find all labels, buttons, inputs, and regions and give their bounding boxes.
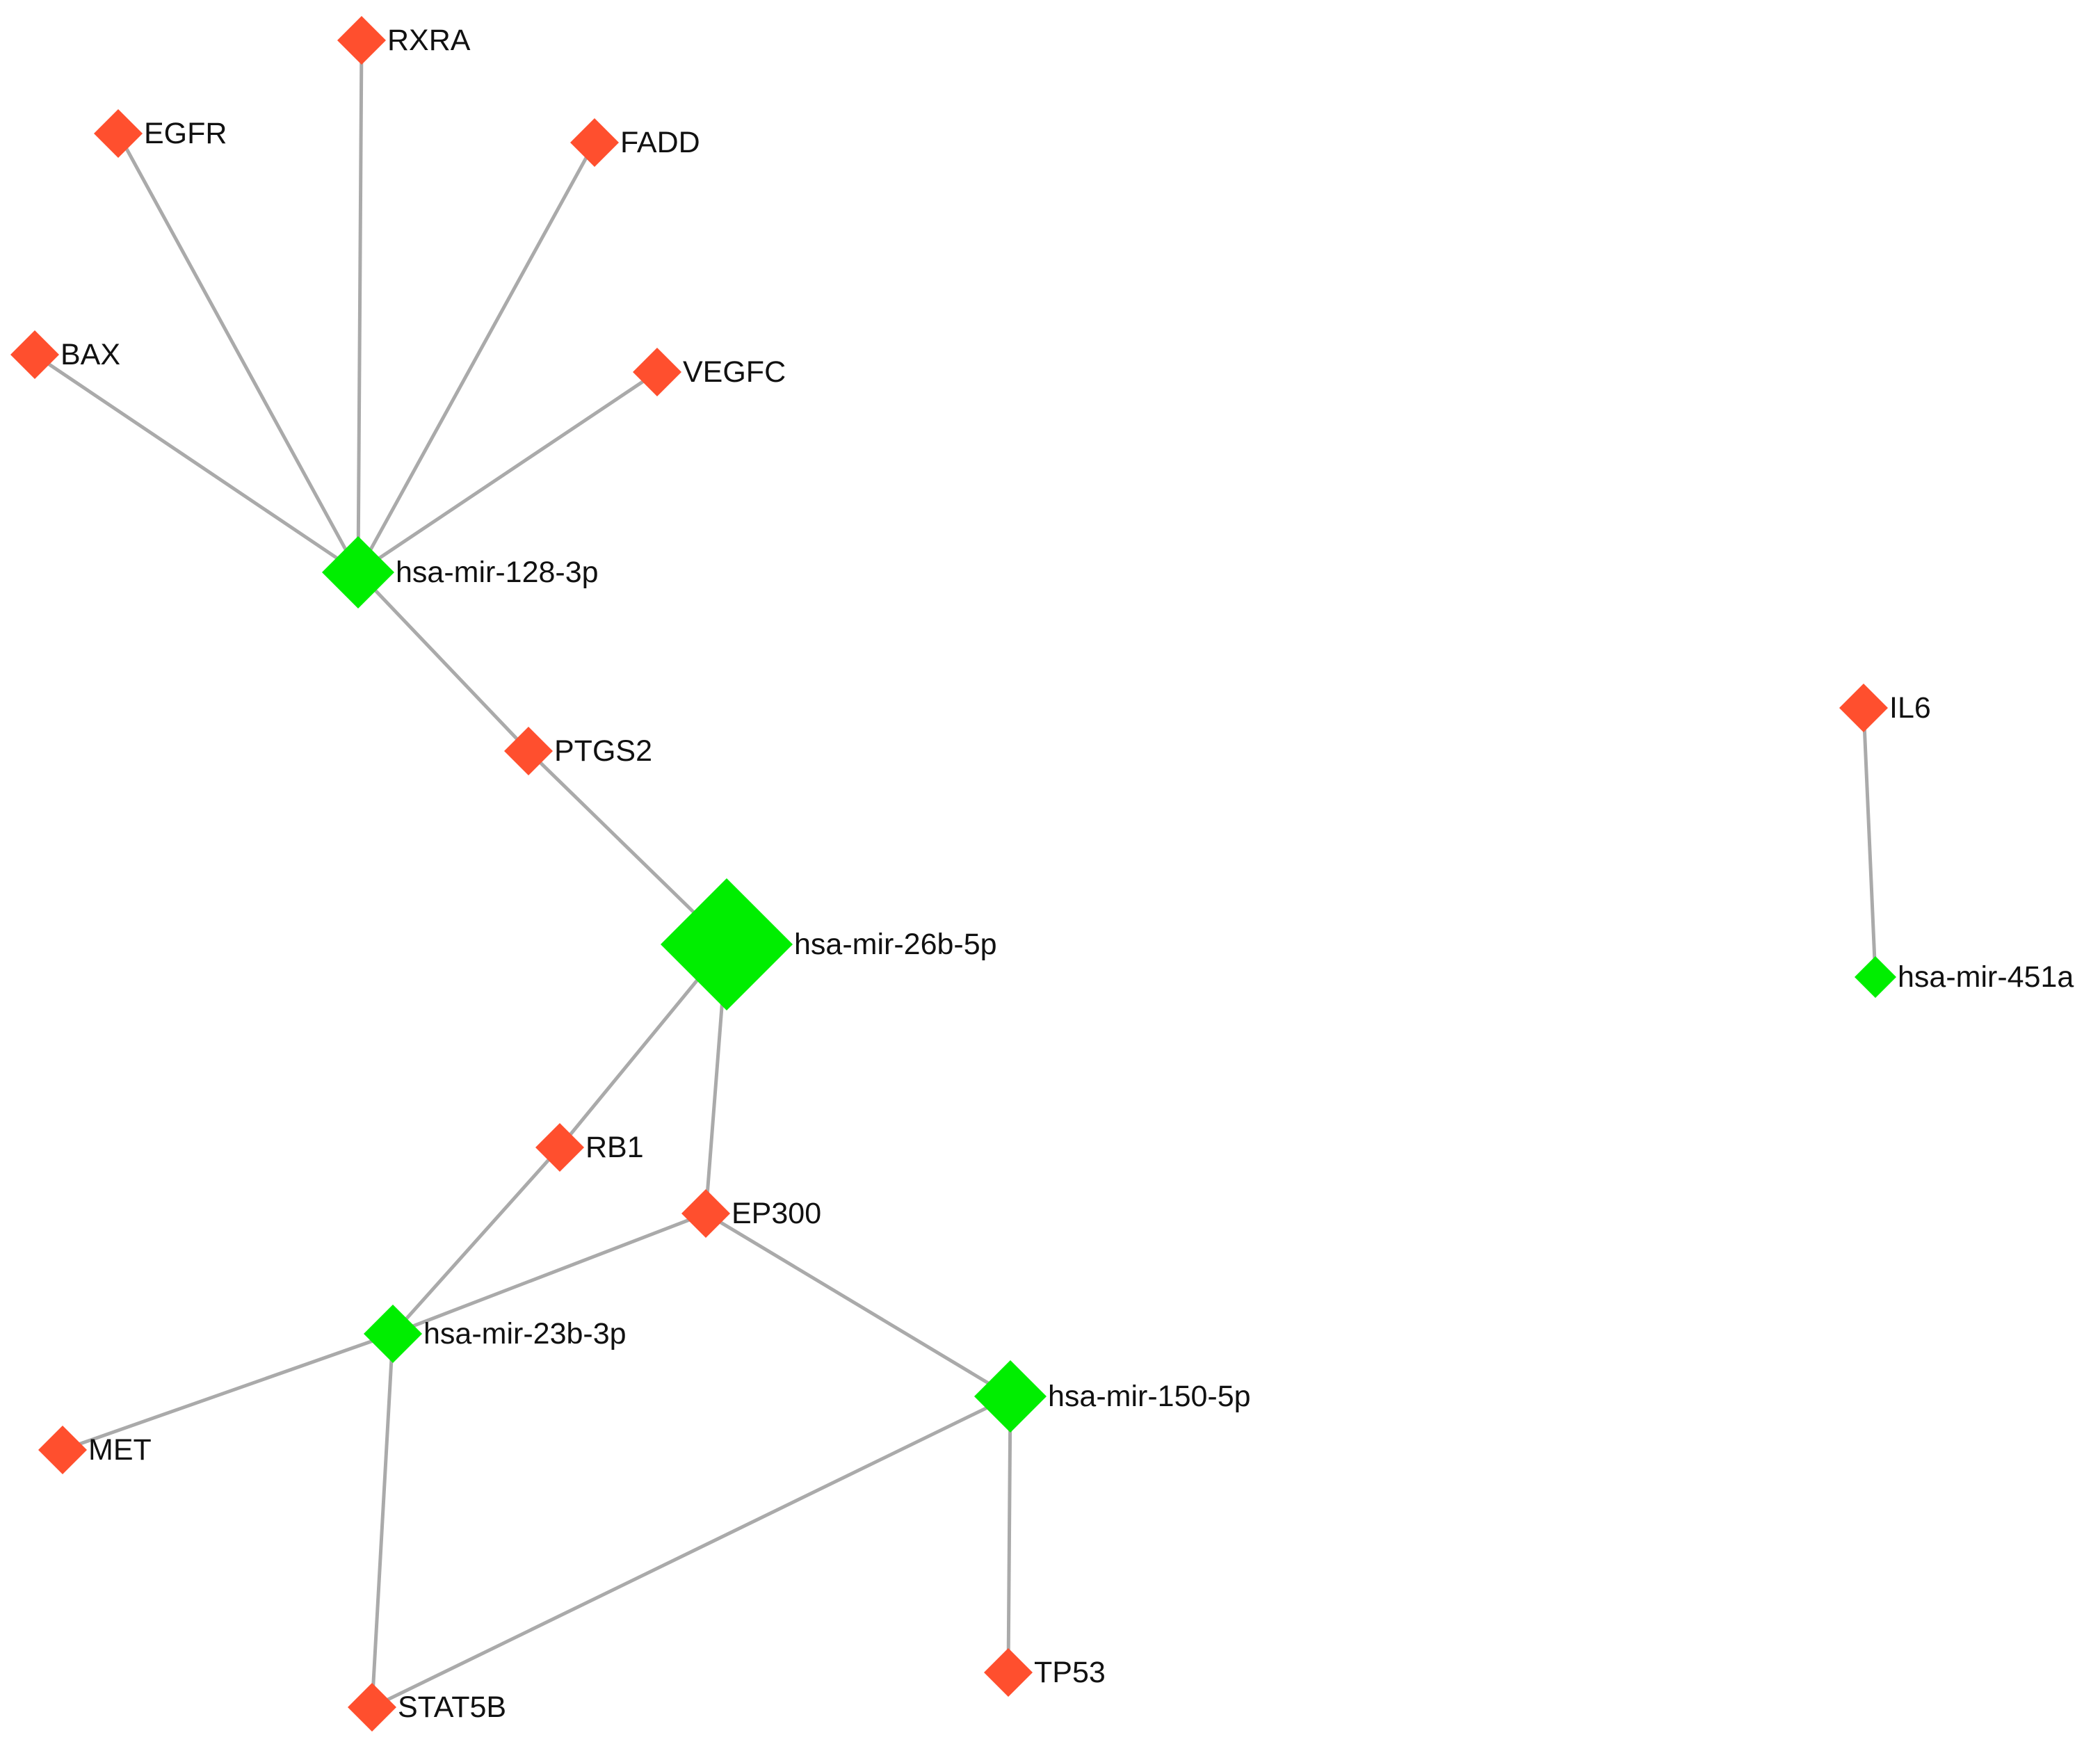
- edge-hsa-mir-128-3p-EGFR: [116, 131, 360, 574]
- node-met[interactable]: [38, 1426, 87, 1474]
- node-label-il6: IL6: [1889, 691, 1931, 725]
- edge-hsa-mir-150-5p-TP53: [1006, 1394, 1012, 1675]
- node-label-hsa-mir-23b-3p: hsa-mir-23b-3p: [423, 1317, 627, 1350]
- edges-layer: [33, 38, 1877, 1709]
- node-hsa-mir-23b-3p[interactable]: [364, 1305, 422, 1363]
- edge-hsa-mir-150-5p-STAT5B: [370, 1394, 1012, 1709]
- node-label-hsa-mir-451a: hsa-mir-451a: [1898, 960, 2074, 994]
- edge-hsa-mir-451a-IL6: [1861, 706, 1877, 979]
- node-label-ep300: EP300: [732, 1197, 821, 1230]
- edge-hsa-mir-128-3p-RXRA: [356, 38, 364, 574]
- edge-hsa-mir-150-5p-EP300: [704, 1211, 1012, 1398]
- edge-hsa-mir-128-3p-FADD: [356, 140, 597, 574]
- edge-hsa-mir-23b-3p-RB1: [391, 1145, 562, 1336]
- node-rb1[interactable]: [535, 1123, 584, 1172]
- node-hsa-mir-128-3p[interactable]: [322, 536, 394, 608]
- node-label-ptgs2: PTGS2: [554, 734, 652, 768]
- node-il6[interactable]: [1839, 684, 1888, 732]
- node-hsa-mir-451a[interactable]: [1855, 956, 1896, 998]
- node-fadd[interactable]: [570, 118, 619, 167]
- node-label-hsa-mir-128-3p: hsa-mir-128-3p: [396, 556, 599, 589]
- node-hsa-mir-150-5p[interactable]: [974, 1360, 1047, 1433]
- node-label-egfr: EGFR: [144, 117, 227, 150]
- node-vegfc[interactable]: [633, 348, 681, 396]
- node-label-stat5b: STAT5B: [398, 1691, 506, 1724]
- node-ptgs2[interactable]: [504, 727, 553, 775]
- node-label-rxra: RXRA: [387, 24, 471, 57]
- node-label-fadd: FADD: [620, 126, 700, 159]
- node-rxra[interactable]: [337, 16, 386, 65]
- node-label-rb1: RB1: [585, 1131, 644, 1164]
- edge-hsa-mir-128-3p-VEGFC: [356, 370, 659, 574]
- node-stat5b[interactable]: [348, 1683, 396, 1732]
- edge-hsa-mir-128-3p-PTGS2: [356, 570, 531, 753]
- node-label-tp53: TP53: [1034, 1656, 1106, 1689]
- nodes-layer: [10, 16, 1896, 1732]
- node-tp53[interactable]: [984, 1648, 1033, 1697]
- node-label-bax: BAX: [60, 338, 120, 371]
- edge-hsa-mir-128-3p-BAX: [33, 353, 360, 574]
- node-label-hsa-mir-150-5p: hsa-mir-150-5p: [1048, 1380, 1251, 1413]
- node-egfr[interactable]: [94, 109, 143, 158]
- node-ep300[interactable]: [681, 1189, 730, 1238]
- edge-hsa-mir-23b-3p-EP300: [391, 1211, 708, 1336]
- node-label-vegfc: VEGFC: [683, 355, 786, 389]
- node-label-met: MET: [88, 1433, 152, 1467]
- node-hsa-mir-26b-5p[interactable]: [661, 878, 793, 1010]
- node-bax[interactable]: [10, 330, 59, 379]
- edge-hsa-mir-23b-3p-MET: [60, 1332, 395, 1452]
- edge-hsa-mir-23b-3p-STAT5B: [370, 1332, 395, 1709]
- node-label-hsa-mir-26b-5p: hsa-mir-26b-5p: [794, 928, 997, 961]
